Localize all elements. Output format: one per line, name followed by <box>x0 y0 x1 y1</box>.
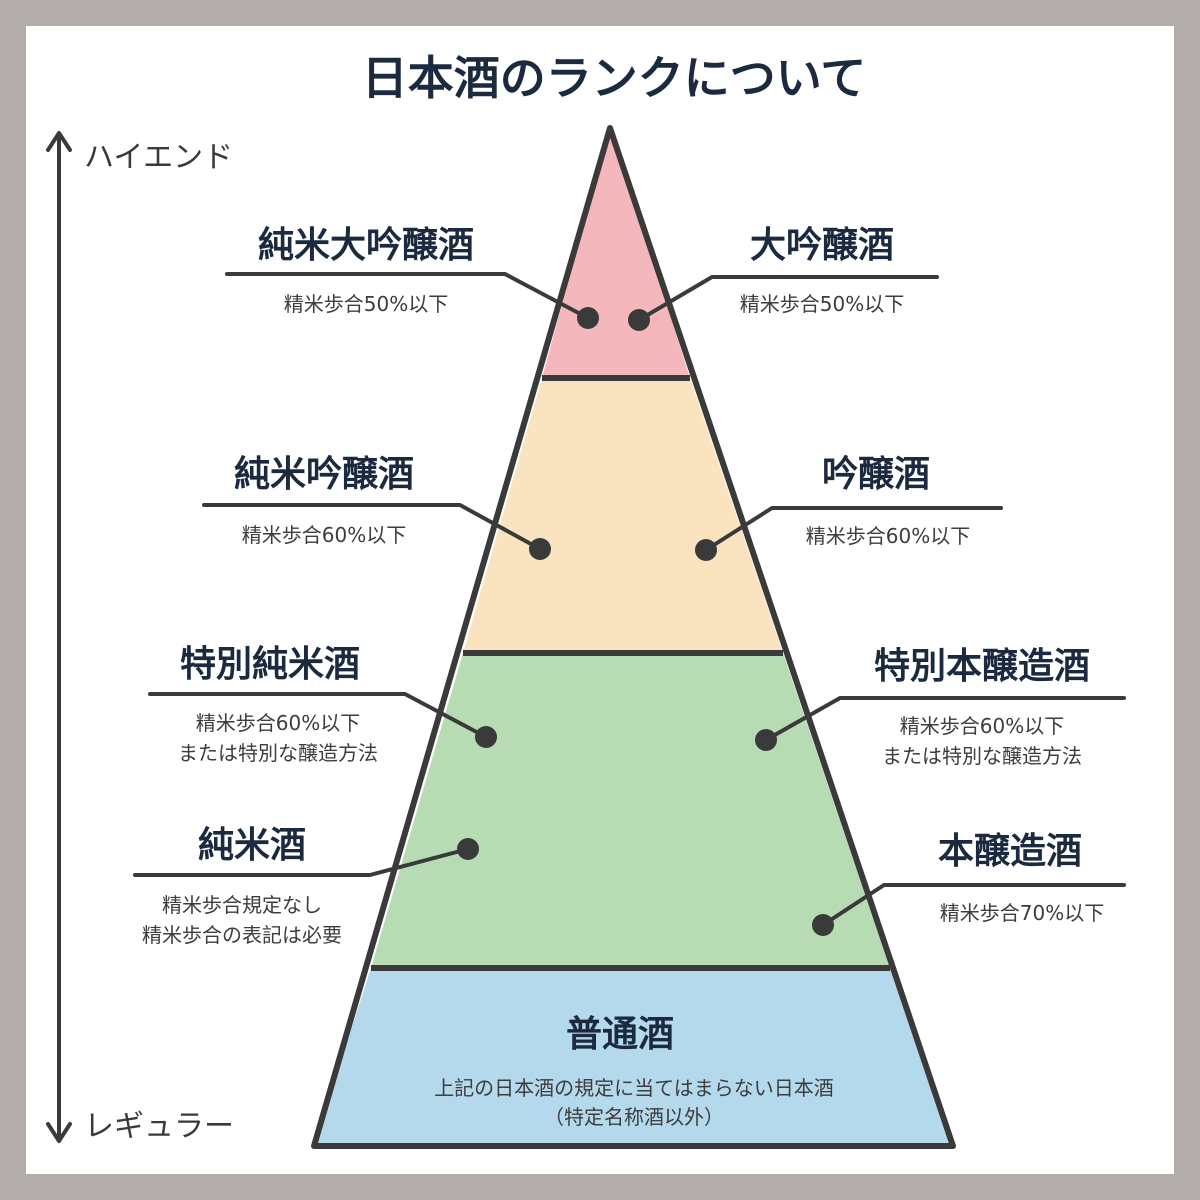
rank-axis <box>46 131 72 1143</box>
arrow-up-icon <box>46 131 72 152</box>
marker-dots <box>457 307 834 936</box>
spec-tokubetsu-honjozo-2: または特別な醸造方法 <box>882 744 1082 768</box>
dot-daiginjo <box>628 309 650 331</box>
label-honjozo: 本醸造酒 <box>938 831 1082 872</box>
spec-futsu-2: （特定名称酒以外） <box>544 1105 724 1129</box>
dot-junmai <box>457 838 479 860</box>
label-daiginjo: 大吟醸酒 <box>750 225 894 266</box>
pyramid-outline <box>311 125 956 1149</box>
tier-top <box>542 128 690 378</box>
leader-junmai-ginjo <box>202 503 542 551</box>
leader-junmai-daiginjo <box>225 272 590 320</box>
leader-daiginjo <box>637 275 939 322</box>
page-title: 日本酒のランクについて <box>362 51 867 105</box>
axis-top-label: ハイエンド <box>84 140 233 175</box>
spec-honjozo: 精米歩合70%以下 <box>940 901 1104 925</box>
dot-ginjo <box>695 539 717 561</box>
spec-junmai-ginjo: 精米歩合60%以下 <box>242 523 406 547</box>
spec-junmai-daiginjo: 精米歩合50%以下 <box>284 292 448 316</box>
label-tokubetsu-junmai: 特別純米酒 <box>180 644 360 685</box>
dot-tokubetsu-honjozo <box>755 729 777 751</box>
tier-third <box>371 653 890 968</box>
dot-junmai-daiginjo <box>577 307 599 329</box>
leader-honjozo <box>821 883 1126 927</box>
spec-tokubetsu-junmai-1: 精米歩合60%以下 <box>196 711 360 735</box>
leader-tokubetsu-junmai <box>148 692 488 739</box>
dot-tokubetsu-junmai <box>475 726 497 748</box>
spec-junmai-2: 精米歩合の表記は必要 <box>142 923 342 947</box>
leader-tokubetsu-honjozo <box>764 696 1126 742</box>
label-junmai-daiginjo: 純米大吟醸酒 <box>258 225 474 266</box>
tier-bottom <box>314 968 953 1146</box>
axis-bottom-label: レギュラー <box>84 1109 234 1144</box>
label-junmai: 純米酒 <box>198 825 306 866</box>
label-junmai-ginjo: 純米吟醸酒 <box>234 454 414 495</box>
spec-daiginjo: 精米歩合50%以下 <box>740 292 904 316</box>
leader-lines <box>133 272 1126 927</box>
dot-honjozo <box>812 914 834 936</box>
infographic-card: 日本酒のランクについて ハイエンド レギュラー <box>26 26 1174 1174</box>
spec-tokubetsu-junmai-2: または特別な醸造方法 <box>178 741 378 765</box>
dot-junmai-ginjo <box>529 538 551 560</box>
label-ginjo: 吟醸酒 <box>822 454 930 495</box>
arrow-down-icon <box>46 1122 72 1143</box>
label-futsu: 普通酒 <box>566 1014 674 1055</box>
spec-ginjo: 精米歩合60%以下 <box>806 524 970 548</box>
spec-futsu-1: 上記の日本酒の規定に当てはまらない日本酒 <box>434 1076 834 1100</box>
leader-junmai <box>133 847 470 877</box>
sake-rank-diagram: 日本酒のランクについて ハイエンド レギュラー <box>46 51 1126 1149</box>
label-tokubetsu-honjozo: 特別本醸造酒 <box>874 646 1090 687</box>
spec-tokubetsu-honjozo-1: 精米歩合60%以下 <box>900 714 1064 738</box>
spec-junmai-1: 精米歩合規定なし <box>162 893 322 917</box>
leader-ginjo <box>704 506 1003 552</box>
tier-second <box>463 378 783 653</box>
